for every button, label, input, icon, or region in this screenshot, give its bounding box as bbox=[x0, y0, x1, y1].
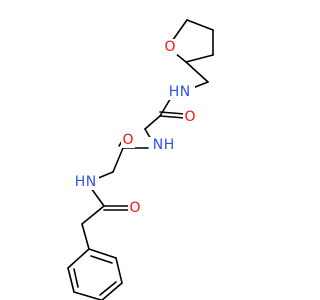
bond-ph-inner-a bbox=[90, 255, 113, 264]
molecule-structure-diagram: O N H O N H O H N O bbox=[67, 19, 214, 300]
bond-ring-c3-c4 bbox=[186, 19, 214, 31]
atom-mask-amide-n-top bbox=[165, 84, 195, 100]
carbonyl-o-middle-label: O bbox=[122, 132, 133, 148]
atom-label-layer: O N H O N H O H N O bbox=[71, 39, 197, 216]
ring-oxygen-label: O bbox=[164, 39, 175, 55]
carbonyl-o-lower-label: O bbox=[129, 200, 140, 216]
bond-c-o-upper-b bbox=[159, 111, 186, 115]
bond-c-o-upper-a bbox=[159, 115, 186, 119]
bond-c-ch2-middle bbox=[112, 147, 124, 173]
bond-ph-4-5 bbox=[73, 291, 102, 300]
bond-ch2-phenyl bbox=[81, 223, 90, 250]
atom-mask-amide-n-lower bbox=[71, 174, 99, 190]
bond-ph-inner-b bbox=[99, 281, 117, 296]
bond-ring-c1-c2 bbox=[185, 54, 214, 63]
atom-mask-ring-oxygen bbox=[163, 39, 177, 55]
carbonyl-o-upper-label: O bbox=[184, 109, 195, 125]
amide-n-lower-label: N bbox=[86, 174, 96, 190]
atom-mask-carbonyl-o-middle bbox=[121, 132, 135, 148]
bond-ph-5-6 bbox=[67, 267, 75, 293]
bond-ring-c1-ch2 bbox=[185, 61, 209, 83]
bond-ph-2-3 bbox=[115, 257, 123, 284]
atom-mask-amide-n-middle bbox=[149, 137, 177, 153]
atom-mask-carbonyl-o-lower bbox=[128, 200, 142, 216]
bond-c-ch2-benzyl bbox=[81, 205, 105, 225]
bond-ph-1-2 bbox=[88, 248, 117, 259]
bond-ph-3-4 bbox=[100, 282, 123, 300]
amide-n-top-label: N bbox=[180, 84, 190, 100]
bond-layer bbox=[67, 19, 214, 300]
atom-mask-carbonyl-o-upper bbox=[183, 109, 197, 125]
bond-nh-lower-c bbox=[90, 187, 105, 207]
amide-h-lower-label: H bbox=[75, 174, 86, 190]
bond-c-ch2-upper bbox=[144, 115, 161, 130]
bond-ph-inner-c bbox=[73, 268, 79, 288]
amide-n-middle-label: N bbox=[153, 137, 163, 153]
amide-h-top-label: H bbox=[169, 84, 180, 100]
amide-h-middle-label: H bbox=[164, 137, 175, 153]
bond-ph-6-1 bbox=[67, 248, 90, 269]
